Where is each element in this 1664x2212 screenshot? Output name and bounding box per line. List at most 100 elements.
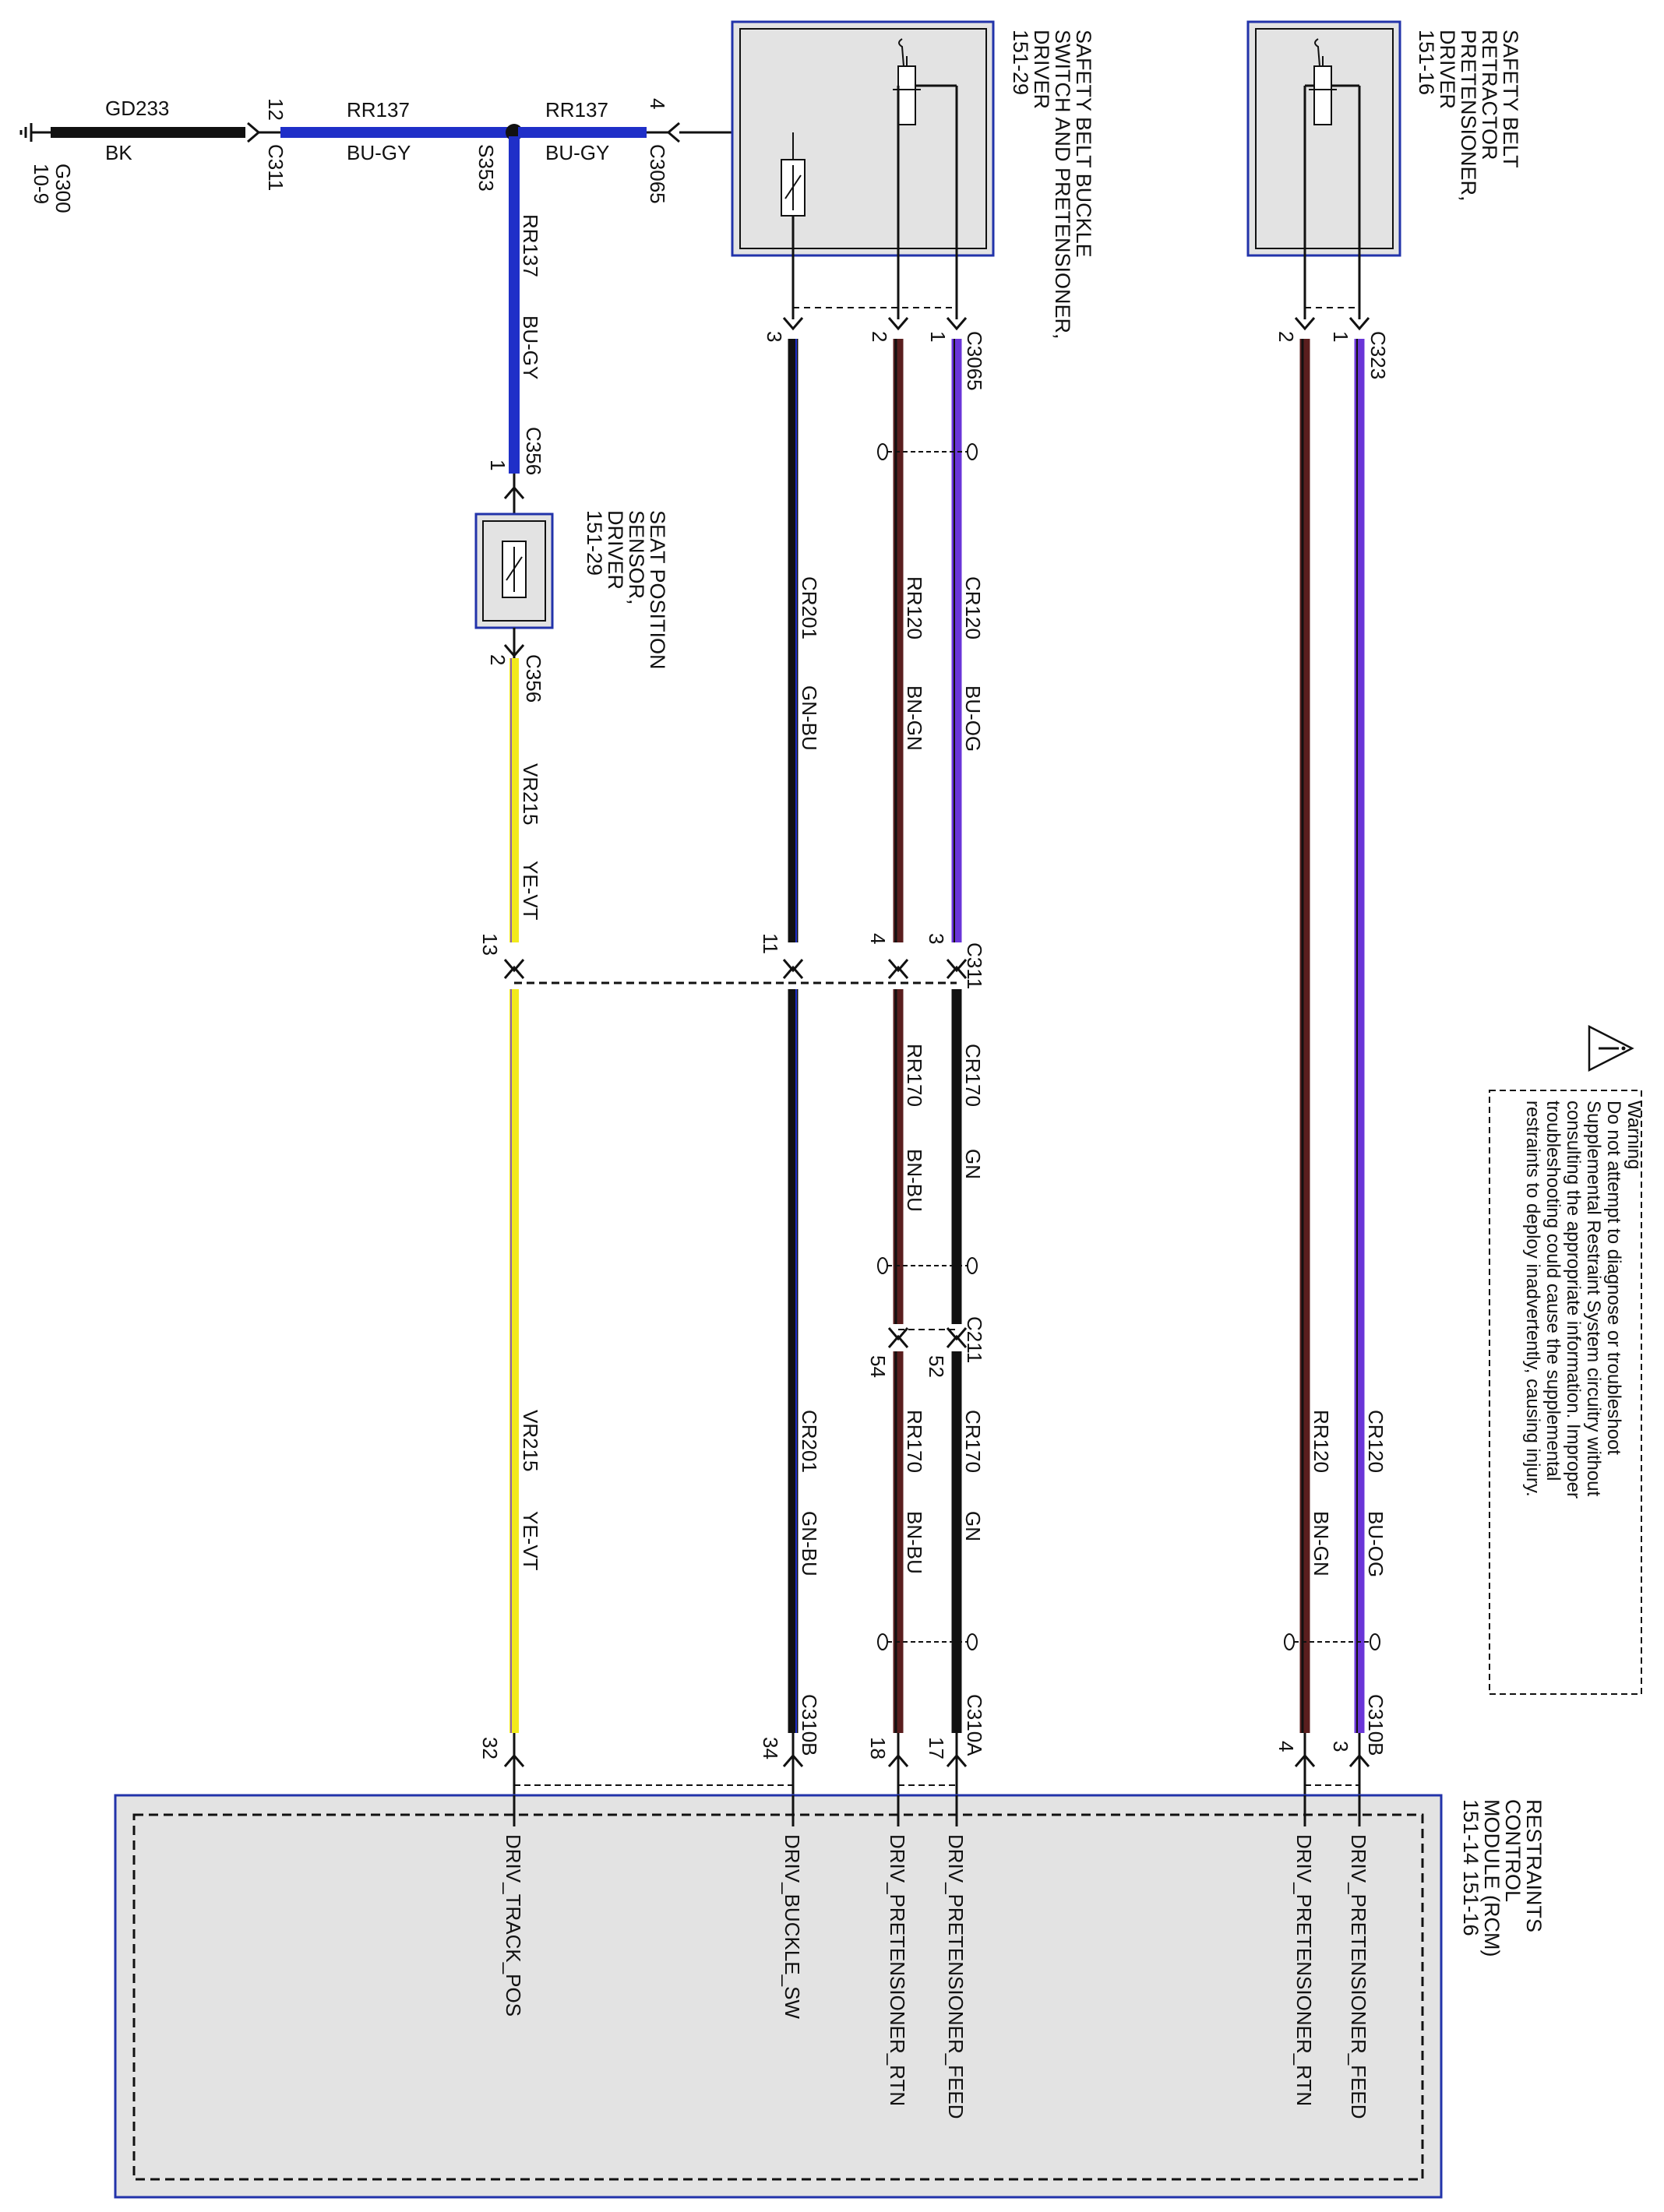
c3065-pin4-label: 4 (646, 98, 669, 109)
wire-cr120-upper-circuit: CR120 (961, 576, 985, 639)
wire-rr137-left-circuit: RR137 (347, 98, 410, 122)
wire-cr201-lower-circuit: CR201 (798, 1410, 821, 1473)
c323-pin1: 1 (1329, 331, 1352, 342)
connector-c311-pin12 (247, 122, 261, 143)
c3065-pin2: 2 (868, 331, 891, 342)
c311-top-label: C311 (264, 144, 287, 191)
c310-pin34: 34 (759, 1737, 782, 1759)
wire-cr120-right-circuit: CR120 (1364, 1410, 1387, 1473)
rcm-signal-track-pos: DRIV_TRACK_POS (502, 1834, 525, 2017)
c310b-label-left: C310B (798, 1694, 821, 1756)
rcm-box (114, 1794, 1443, 2199)
c311-pin12-label: 12 (264, 98, 287, 121)
svg-text:RESTRAINTS: RESTRAINTS (1522, 1799, 1546, 1932)
retractor-box (1246, 20, 1401, 257)
rcm-signal-pret-feed-1: DRIV_PRETENSIONER_FEED (944, 1834, 968, 2119)
c310a-label: C310A (963, 1694, 986, 1756)
c310-pin18: 18 (866, 1737, 890, 1759)
svg-text:151-16: 151-16 (1415, 30, 1438, 95)
seat-sensor-pin2: 2 (486, 654, 509, 665)
c310-pin32: 32 (478, 1737, 502, 1759)
ground-page: 10-9 (30, 164, 53, 204)
wire-rr120-right-circuit: RR120 (1310, 1410, 1333, 1473)
svg-text:CONTROL: CONTROL (1501, 1799, 1525, 1902)
svg-text:RETRACTOR: RETRACTOR (1478, 30, 1501, 160)
svg-text:SAFETY BELT BUCKLE: SAFETY BELT BUCKLE (1072, 30, 1095, 258)
svg-text:SEAT POSITION: SEAT POSITION (646, 510, 669, 670)
wire-rr120-upper-circuit: RR120 (903, 576, 926, 639)
connector-c3065-pin4 (666, 122, 680, 143)
seat-sensor-pin1: 1 (486, 460, 509, 470)
rcm-signal-pret-feed-2: DRIV_PRETENSIONER_FEED (1347, 1834, 1370, 2119)
wire-rr137-vertical-circuit: RR137 (519, 214, 542, 277)
svg-text:DRIVER: DRIVER (604, 510, 627, 590)
wire-rr170-lower-color: BN-BU (903, 1511, 926, 1574)
c3065-pin1: 1 (926, 331, 950, 342)
warning-triangle-icon (1588, 1024, 1634, 1073)
svg-text:151-29: 151-29 (583, 510, 606, 576)
wire-rr137-vertical-color: BU-GY (519, 315, 542, 379)
ground-id: G300 (51, 164, 75, 213)
seat-sensor-conn-bottom: C356 (522, 654, 545, 703)
twisted-pair-upper (877, 443, 978, 460)
svg-text:SENSOR,: SENSOR, (625, 510, 648, 605)
wire-gd233-color: BK (105, 141, 132, 164)
twisted-pair-mid (877, 1257, 978, 1274)
svg-text:151-29: 151-29 (1009, 30, 1032, 95)
svg-text:SWITCH AND PRETENSIONER,: SWITCH AND PRETENSIONER, (1051, 30, 1074, 340)
rcm-signal-buckle-sw: DRIV_BUCKLE_SW (781, 1834, 804, 2019)
wire-rr120-right-color: BN-GN (1310, 1511, 1333, 1576)
ground-symbol (19, 123, 51, 142)
c310-pin17: 17 (925, 1737, 948, 1759)
c211-pin54: 54 (866, 1355, 890, 1378)
svg-text:troubleshooting could cause th: troubleshooting could cause the suppleme… (1542, 1101, 1564, 1481)
c310-pin4: 4 (1274, 1741, 1298, 1752)
wire-rr170-mid-circuit: RR170 (903, 1044, 926, 1107)
c3065-top-label: C3065 (646, 144, 669, 204)
c311-mid-pin4: 4 (866, 933, 890, 944)
svg-text:Warning: Warning (1623, 1101, 1645, 1169)
svg-text:Do not attempt to diagnose or: Do not attempt to diagnose or troublesho… (1603, 1101, 1624, 1455)
wire-rr170-lower-circuit: RR170 (903, 1410, 926, 1473)
wire-cr120-right-color: BU-OG (1364, 1511, 1387, 1577)
c311-mid-pin3: 3 (925, 933, 948, 944)
wire-rr170-mid-color: BN-BU (903, 1149, 926, 1212)
wire-cr201-upper-color: GN-BU (798, 685, 821, 751)
wire-rr137-right-color: BU-GY (545, 141, 609, 164)
wire-cr170-lower-color: GN (961, 1511, 985, 1541)
c311-mid-pin11: 11 (759, 933, 782, 954)
wire-cr201-lower-color: GN-BU (798, 1511, 821, 1576)
seat-sensor-bottom-arrow (503, 644, 525, 658)
c3065-pin3: 3 (763, 331, 786, 342)
wire-vr215-lower-circuit: VR215 (519, 1410, 542, 1472)
rcm-signal-pret-rtn-2: DRIV_PRETENSIONER_RTN (1292, 1834, 1316, 2106)
warning-text: Warning Do not attempt to diagnose or tr… (1522, 1101, 1645, 1499)
wire-vr215-upper-circuit: VR215 (519, 763, 542, 826)
c211-pin52: 52 (925, 1355, 948, 1378)
buckle-switch-title: SAFETY BELT BUCKLE SWITCH AND PRETENSION… (1009, 30, 1095, 340)
c311-mid-pin13: 13 (478, 933, 502, 956)
svg-text:SAFETY BELT: SAFETY BELT (1499, 30, 1522, 168)
wire-vr215-lower-color: YE-VT (519, 1511, 542, 1571)
c310b-label-right: C310B (1364, 1694, 1387, 1756)
wire-cr170-mid-circuit: CR170 (961, 1044, 985, 1107)
svg-text:restraints to deploy inadverte: restraints to deploy inadvertently, caus… (1522, 1101, 1543, 1497)
rcm-signal-pret-rtn-1: DRIV_PRETENSIONER_RTN (886, 1834, 909, 2106)
c323-label: C323 (1366, 331, 1390, 379)
c310-pin3: 3 (1329, 1741, 1352, 1752)
retractor-title: SAFETY BELT RETRACTOR PRETENSIONER, DRIV… (1415, 30, 1522, 202)
c311-mid-label: C311 (963, 942, 986, 989)
hall-sensor-icon (502, 541, 527, 598)
wire-cr170-mid-color: GN (961, 1149, 985, 1179)
buckle-switch-icon (781, 132, 806, 217)
svg-text:MODULE (RCM): MODULE (RCM) (1480, 1799, 1504, 1957)
seat-sensor-conn-top: C356 (522, 427, 545, 475)
wire-vr215-upper-color: YE-VT (519, 861, 542, 921)
wire-gd233-circuit: GD233 (105, 97, 169, 120)
c3065-bottom-label: C3065 (963, 331, 986, 391)
twisted-pair-lower-left (877, 1633, 978, 1650)
twisted-pair-lower-right (1284, 1633, 1380, 1650)
c323-pin2: 2 (1274, 331, 1298, 342)
svg-text:consulting the appropriate inf: consulting the appropriate information. … (1563, 1101, 1584, 1499)
